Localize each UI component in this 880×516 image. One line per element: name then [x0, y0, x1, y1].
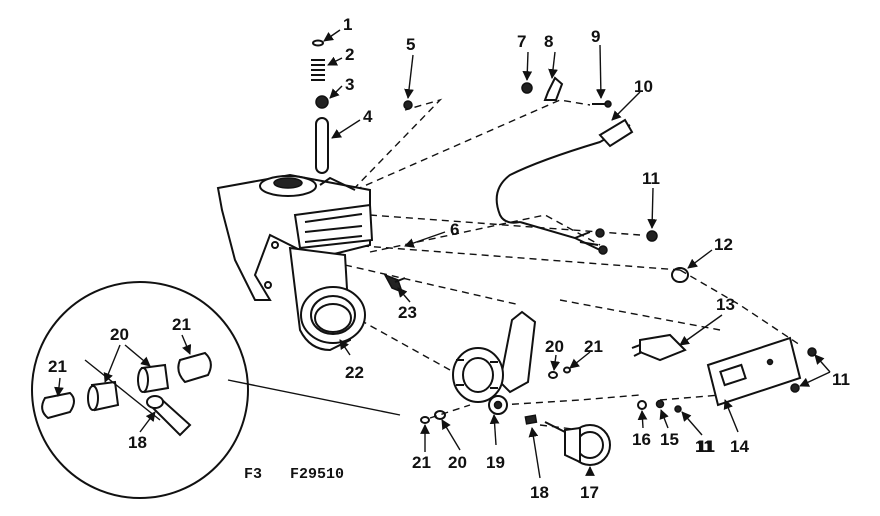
callout-9: 9	[591, 27, 600, 46]
cord-part-10	[495, 118, 634, 255]
callout-15: 15	[660, 430, 679, 449]
switch-body-part-19	[452, 310, 537, 415]
screw-part-5	[403, 100, 413, 110]
part-11-small	[674, 405, 682, 413]
part-20-lower	[434, 410, 446, 420]
callout-21-lower: 21	[412, 453, 431, 472]
caption-prefix: F3	[244, 466, 262, 483]
callout-13: 13	[716, 295, 735, 314]
callout-3: 3	[345, 75, 354, 94]
caption-code: F29510	[290, 466, 344, 483]
callout-7: 7	[517, 32, 526, 51]
callout-21-inset-left: 21	[48, 357, 67, 376]
plate-part-14	[706, 336, 802, 407]
screw-part-11-right	[807, 347, 817, 357]
callout-16: 16	[632, 430, 651, 449]
callout-6: 6	[450, 220, 459, 239]
clip-part-23	[383, 273, 406, 294]
callout-2: 2	[345, 45, 354, 64]
callout-23: 23	[398, 303, 417, 322]
knob-part-17	[524, 414, 611, 466]
part-15	[655, 399, 665, 409]
callout-11-top: 11	[642, 169, 660, 188]
part-21-near-body	[563, 366, 571, 374]
assembly-lines	[344, 98, 801, 431]
callout-5: 5	[406, 35, 415, 54]
callout-21-upper: 21	[584, 337, 603, 356]
callout-20-inset: 20	[110, 325, 129, 344]
callout-8: 8	[544, 32, 553, 51]
screw-part-11-top	[646, 230, 658, 242]
figure-caption: F3 F29510	[244, 466, 344, 483]
clip-ring-part-12	[671, 267, 689, 283]
switch-part-13	[631, 333, 687, 362]
callout-19: 19	[486, 453, 505, 472]
callout-numbers: 1 2 3 4 5 6 7 8 9 10 11 11 11 12 13 14 1…	[48, 15, 850, 502]
detail-inset	[31, 281, 401, 499]
callout-10: 10	[634, 77, 653, 96]
leader-lines	[54, 29, 831, 479]
callout-11-mid: 11	[697, 437, 715, 456]
callout-21-inset-right: 21	[172, 315, 191, 334]
screw-part-11-lower	[790, 383, 800, 393]
callout-17: 17	[580, 483, 599, 502]
part-21-lower	[420, 416, 430, 424]
callout-22: 22	[345, 363, 364, 382]
callout-18-inset: 18	[128, 433, 147, 452]
ring-part-22	[300, 286, 366, 344]
callout-18: 18	[530, 483, 549, 502]
callout-12: 12	[714, 235, 733, 254]
callout-11-right: 11	[832, 370, 850, 389]
callout-1: 1	[343, 15, 352, 34]
callout-4: 4	[363, 107, 373, 126]
part-16	[637, 400, 647, 410]
spring-stack	[311, 39, 329, 174]
clip-parts	[521, 76, 612, 108]
callout-20-lower: 20	[448, 453, 467, 472]
callout-20-upper: 20	[545, 337, 564, 356]
part-20-near-body	[548, 371, 558, 379]
callout-11-bottom: 11	[695, 437, 713, 456]
callout-14: 14	[730, 437, 749, 456]
